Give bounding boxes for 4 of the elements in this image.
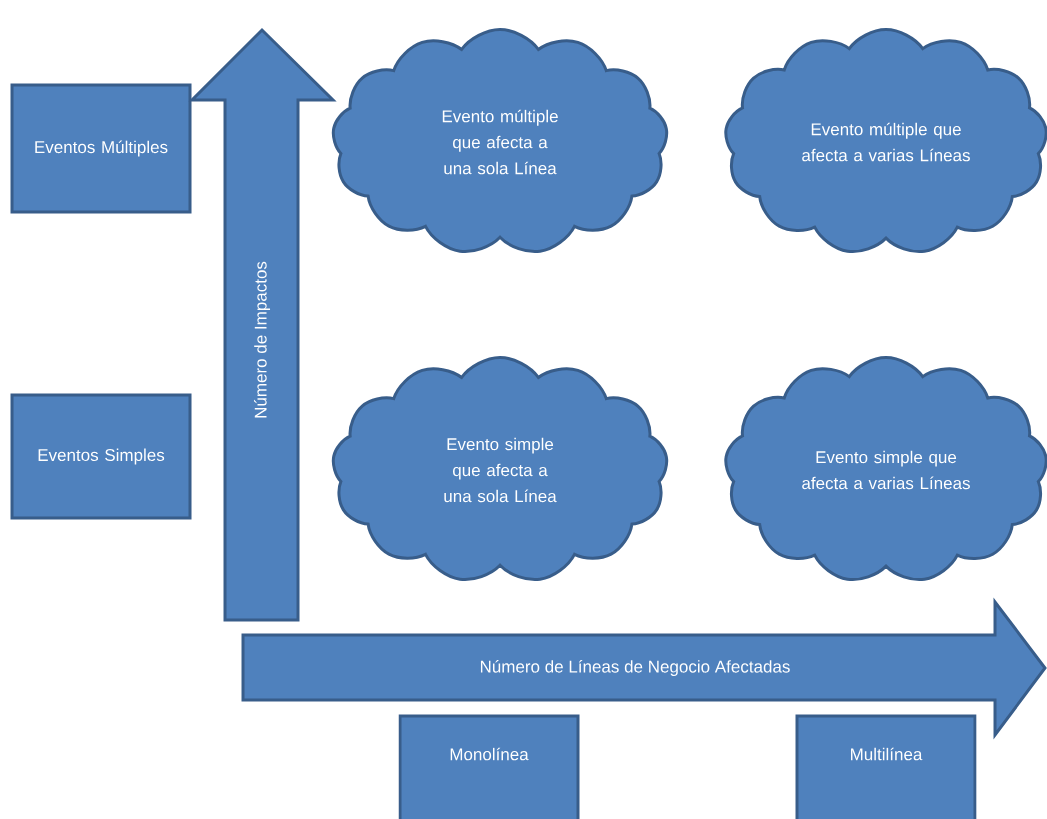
label-box: Multilínea [795, 714, 977, 819]
label-box: Monolínea [398, 714, 580, 819]
label-box: Eventos Simples [10, 393, 192, 520]
label-box: Eventos Múltiples [10, 83, 192, 214]
